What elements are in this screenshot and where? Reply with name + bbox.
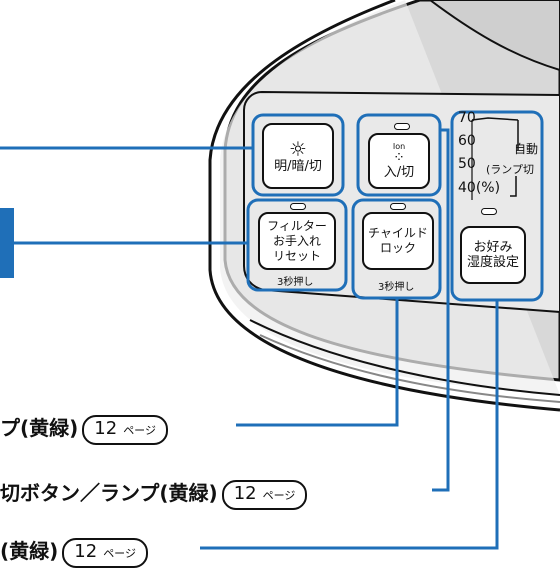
- filter-reset-label: フィルター お手入れ リセット: [267, 218, 327, 263]
- humidity-setting-button[interactable]: お好み 湿度設定: [460, 226, 526, 284]
- ion-icon: ⁘: [393, 149, 405, 166]
- device-rim: [208, 0, 560, 412]
- humidity-setting-label: お好み 湿度設定: [466, 240, 519, 270]
- filter-led: [290, 203, 306, 210]
- filter-reset-button[interactable]: フィルター お手入れ リセット: [258, 212, 336, 270]
- child-lock-led: [390, 203, 406, 210]
- humidity-led: [481, 208, 497, 215]
- light-button-label: 明/暗/切: [274, 158, 322, 174]
- ion-led: [394, 123, 410, 130]
- humidity-level-50: 50: [458, 156, 476, 172]
- humidity-level-40: 40(%): [458, 180, 501, 196]
- callout-3-text: (黄緑): [0, 539, 59, 563]
- callout-2-text: 切ボタン／ランプ(黄緑): [0, 481, 218, 505]
- child-lock-button[interactable]: チャイルド ロック: [362, 212, 434, 270]
- callout-1-text: プ(黄緑): [0, 416, 79, 440]
- humidity-auto-label: 自動: [514, 142, 539, 156]
- child-lock-label: チャイルド ロック: [368, 226, 428, 255]
- ion-icon-caption: Ion: [392, 141, 406, 151]
- light-button[interactable]: ☼ 明/暗/切: [262, 123, 334, 189]
- sun-icon: ☼: [289, 136, 307, 161]
- filter-hold-note: 3秒押し: [277, 277, 314, 288]
- child-lock-hold-note: 3秒押し: [378, 282, 415, 293]
- ion-button[interactable]: Ion ⁘ 入/切: [368, 133, 430, 189]
- humidity-auto-note: (ランプ切: [486, 163, 534, 176]
- section-tab: [0, 208, 14, 278]
- ion-button-label: 入/切: [383, 164, 415, 180]
- humidity-level-70: 70: [458, 110, 476, 126]
- humidity-level-60: 60: [458, 133, 476, 149]
